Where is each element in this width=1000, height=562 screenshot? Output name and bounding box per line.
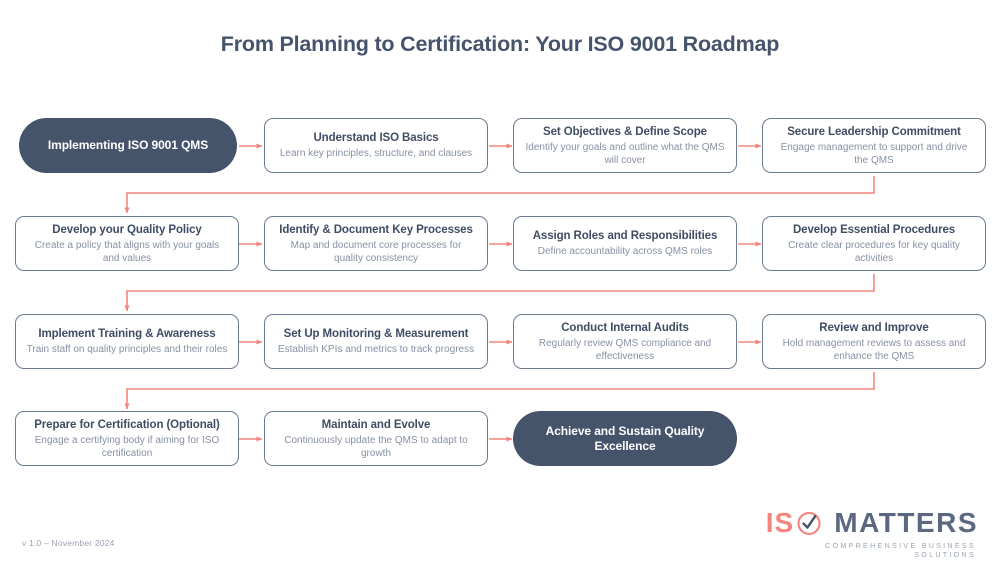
flow-node-step-9[interactable]: Set Up Monitoring & Measurement Establis… [264,314,488,369]
connector-row3-to-row4 [124,372,875,410]
flow-node-start[interactable]: Implementing ISO 9001 QMS [19,118,237,173]
node-description: Engage management to support and drive t… [780,141,968,166]
page-title: From Planning to Certification: Your ISO… [220,32,780,56]
brand-logo: IS MATTERS COMPREHENSIVE BUSINESS SOLUTI… [766,508,978,560]
flow-node-end[interactable]: Achieve and Sustain Quality Excellence [513,411,737,466]
flow-node-step-12[interactable]: Prepare for Certification (Optional) Eng… [15,411,239,466]
node-title: Identify & Document Key Processes [279,223,473,236]
node-title: Prepare for Certification (Optional) [34,418,220,431]
node-title: Set Up Monitoring & Measurement [283,328,469,340]
node-title: Review and Improve [819,321,929,334]
node-title: Implementing ISO 9001 QMS [47,138,209,152]
node-title: Develop Essential Procedures [792,223,956,236]
node-title: Implement Training & Awareness [38,328,216,340]
node-description: Create a policy that aligns with your go… [34,239,220,264]
node-title: Achieve and Sustain Quality Excellence [545,423,705,453]
node-description: Engage a certifying body if aiming for I… [34,434,220,459]
node-title: Develop your Quality Policy [52,223,202,236]
node-description: Identify your goals and outline what the… [525,141,725,166]
flow-node-step-8[interactable]: Implement Training & Awareness Train sta… [15,314,239,369]
node-title: Conduct Internal Audits [561,321,689,334]
node-description: Continuously update the QMS to adapt to … [284,434,468,459]
node-description: Hold management reviews to assess and en… [782,337,966,362]
node-title: Maintain and Evolve [321,418,431,431]
brand-tagline: COMPREHENSIVE BUSINESS SOLUTIONS [825,541,976,559]
node-description: Establish KPIs and metrics to track prog… [277,344,475,355]
version-label: v 1.0 – November 2024 [22,538,115,548]
flow-node-step-13[interactable]: Maintain and Evolve Continuously update … [264,411,488,466]
check-circle-icon [796,510,822,536]
flow-node-step-10[interactable]: Conduct Internal Audits Regularly review… [513,314,737,369]
flow-node-step-3[interactable]: Secure Leadership Commitment Engage mana… [762,118,986,173]
node-title: Set Objectives & Define Scope [543,125,707,138]
node-title: Secure Leadership Commitment [787,125,961,138]
node-description: Map and document core processes for qual… [290,239,462,264]
flow-node-step-2[interactable]: Set Objectives & Define Scope Identify y… [513,118,737,173]
brand-name-secondary: MATTERS [834,507,978,538]
node-description: Learn key principles, structure, and cla… [279,148,473,159]
flow-node-step-1[interactable]: Understand ISO Basics Learn key principl… [264,118,488,173]
node-description: Train staff on quality principles and th… [26,344,228,355]
brand-wordmark: IS MATTERS [766,508,978,538]
node-description: Define accountability across QMS roles [537,246,713,257]
node-title: Assign Roles and Responsibilities [532,230,718,242]
flow-node-step-6[interactable]: Assign Roles and Responsibilities Define… [513,216,737,271]
node-description: Create clear procedures for key quality … [788,239,960,264]
flow-node-step-7[interactable]: Develop Essential Procedures Create clea… [762,216,986,271]
connector-row1-to-row2 [124,176,875,214]
node-description: Regularly review QMS compliance and effe… [538,337,712,362]
connector-row2-to-row3 [124,274,875,312]
flow-node-step-11[interactable]: Review and Improve Hold management revie… [762,314,986,369]
flow-node-step-5[interactable]: Identify & Document Key Processes Map an… [264,216,488,271]
node-title: Understand ISO Basics [313,132,439,144]
brand-name-primary: IS [765,507,795,538]
flow-node-step-4[interactable]: Develop your Quality Policy Create a pol… [15,216,239,271]
